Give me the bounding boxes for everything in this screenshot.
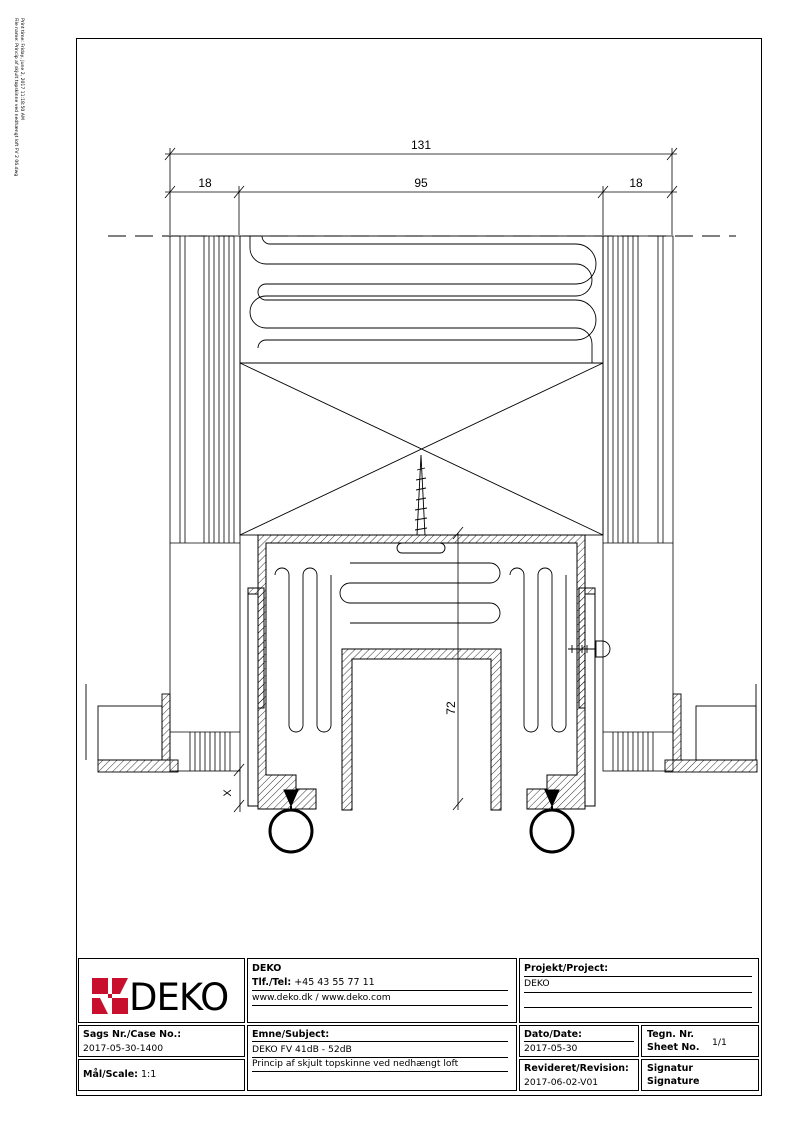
dim-middle-label: 95 bbox=[414, 176, 428, 190]
dimension-lines bbox=[164, 147, 678, 813]
website-link[interactable]: www.deko.dk / www.deko.com bbox=[252, 992, 391, 1003]
company-name: DEKO bbox=[252, 963, 282, 974]
project-cell: Projekt/Project: DEKO bbox=[519, 958, 759, 1023]
seal-left bbox=[268, 789, 314, 854]
deko-logo-mark-icon bbox=[92, 978, 128, 1014]
dim-left-label: 18 bbox=[198, 176, 212, 190]
insulation-top bbox=[239, 235, 604, 364]
left-wall-boards bbox=[169, 235, 241, 772]
tel-label: Tlf./Tel: bbox=[252, 977, 292, 988]
subject-cell: Emne/Subject: DEKO FV 41dB - 52dB Princi… bbox=[247, 1025, 517, 1091]
scale-value: 1:1 bbox=[141, 1069, 157, 1080]
revision-label: Revideret/Revision: bbox=[524, 1063, 629, 1074]
subject-line2: Princip af skjult topskinne ved nedhængt… bbox=[252, 1058, 459, 1069]
logo-cell: DEKO bbox=[78, 958, 245, 1023]
date-value: 2017-05-30 bbox=[524, 1043, 578, 1054]
inner-channel bbox=[341, 648, 502, 811]
project-value: DEKO bbox=[524, 978, 550, 989]
right-wall-boards bbox=[602, 235, 674, 772]
revision-value: 2017-06-02-V01 bbox=[524, 1077, 599, 1088]
revision-cell: Revideret/Revision: 2017-06-02-V01 bbox=[519, 1059, 639, 1091]
sheet-cell: Tegn. Nr. Sheet No. 1/1 bbox=[641, 1025, 759, 1057]
signature-label1: Signatur bbox=[647, 1063, 694, 1074]
sheet-label2: Sheet No. bbox=[647, 1042, 700, 1053]
sheet-label1: Tegn. Nr. bbox=[647, 1029, 695, 1040]
signature-label2: Signature bbox=[647, 1076, 700, 1087]
tel-value: +45 43 55 77 11 bbox=[294, 977, 375, 988]
subject-line1: DEKO FV 41dB - 52dB bbox=[252, 1044, 352, 1055]
date-cell: Dato/Date: 2017-05-30 bbox=[519, 1025, 639, 1057]
dim-right-label: 18 bbox=[629, 176, 643, 190]
ceiling-right bbox=[664, 684, 758, 773]
dim-gap-label: X bbox=[222, 789, 234, 797]
company-cell: DEKO Tlf./Tel: +45 43 55 77 11 www.deko.… bbox=[247, 958, 517, 1023]
dim-total-label: 131 bbox=[411, 138, 431, 152]
scale-label: Mål/Scale: bbox=[83, 1069, 138, 1080]
sheet-value: 1/1 bbox=[712, 1037, 727, 1048]
seal-right bbox=[529, 789, 575, 854]
ceiling-left bbox=[85, 684, 179, 773]
date-label: Dato/Date: bbox=[524, 1029, 582, 1040]
case-label: Sags Nr./Case No.: bbox=[83, 1029, 182, 1040]
scale-cell: Mål/Scale: 1:1 bbox=[78, 1059, 245, 1091]
signature-cell: Signatur Signature bbox=[641, 1059, 759, 1091]
deko-logo: DEKO bbox=[92, 974, 242, 1019]
side-screw bbox=[568, 640, 611, 658]
file-name-text: File name: Princip af skjult topskinne v… bbox=[13, 18, 18, 177]
dim-height-label: 72 bbox=[444, 701, 458, 715]
print-time-text: Print time: Friday, June 2, 2017 11:18:5… bbox=[19, 18, 24, 120]
project-label: Projekt/Project: bbox=[524, 963, 609, 974]
outer-channel bbox=[247, 534, 596, 810]
logo-text: DEKO bbox=[129, 976, 229, 1019]
insulation-channel bbox=[274, 562, 567, 733]
drawing-frame bbox=[76, 38, 762, 1096]
case-value: 2017-05-30-1400 bbox=[83, 1043, 164, 1054]
case-cell: Sags Nr./Case No.: 2017-05-30-1400 bbox=[78, 1025, 245, 1057]
subject-label: Emne/Subject: bbox=[252, 1029, 330, 1040]
print-info-note: Print time: Friday, June 2, 2017 11:18:5… bbox=[12, 18, 24, 176]
